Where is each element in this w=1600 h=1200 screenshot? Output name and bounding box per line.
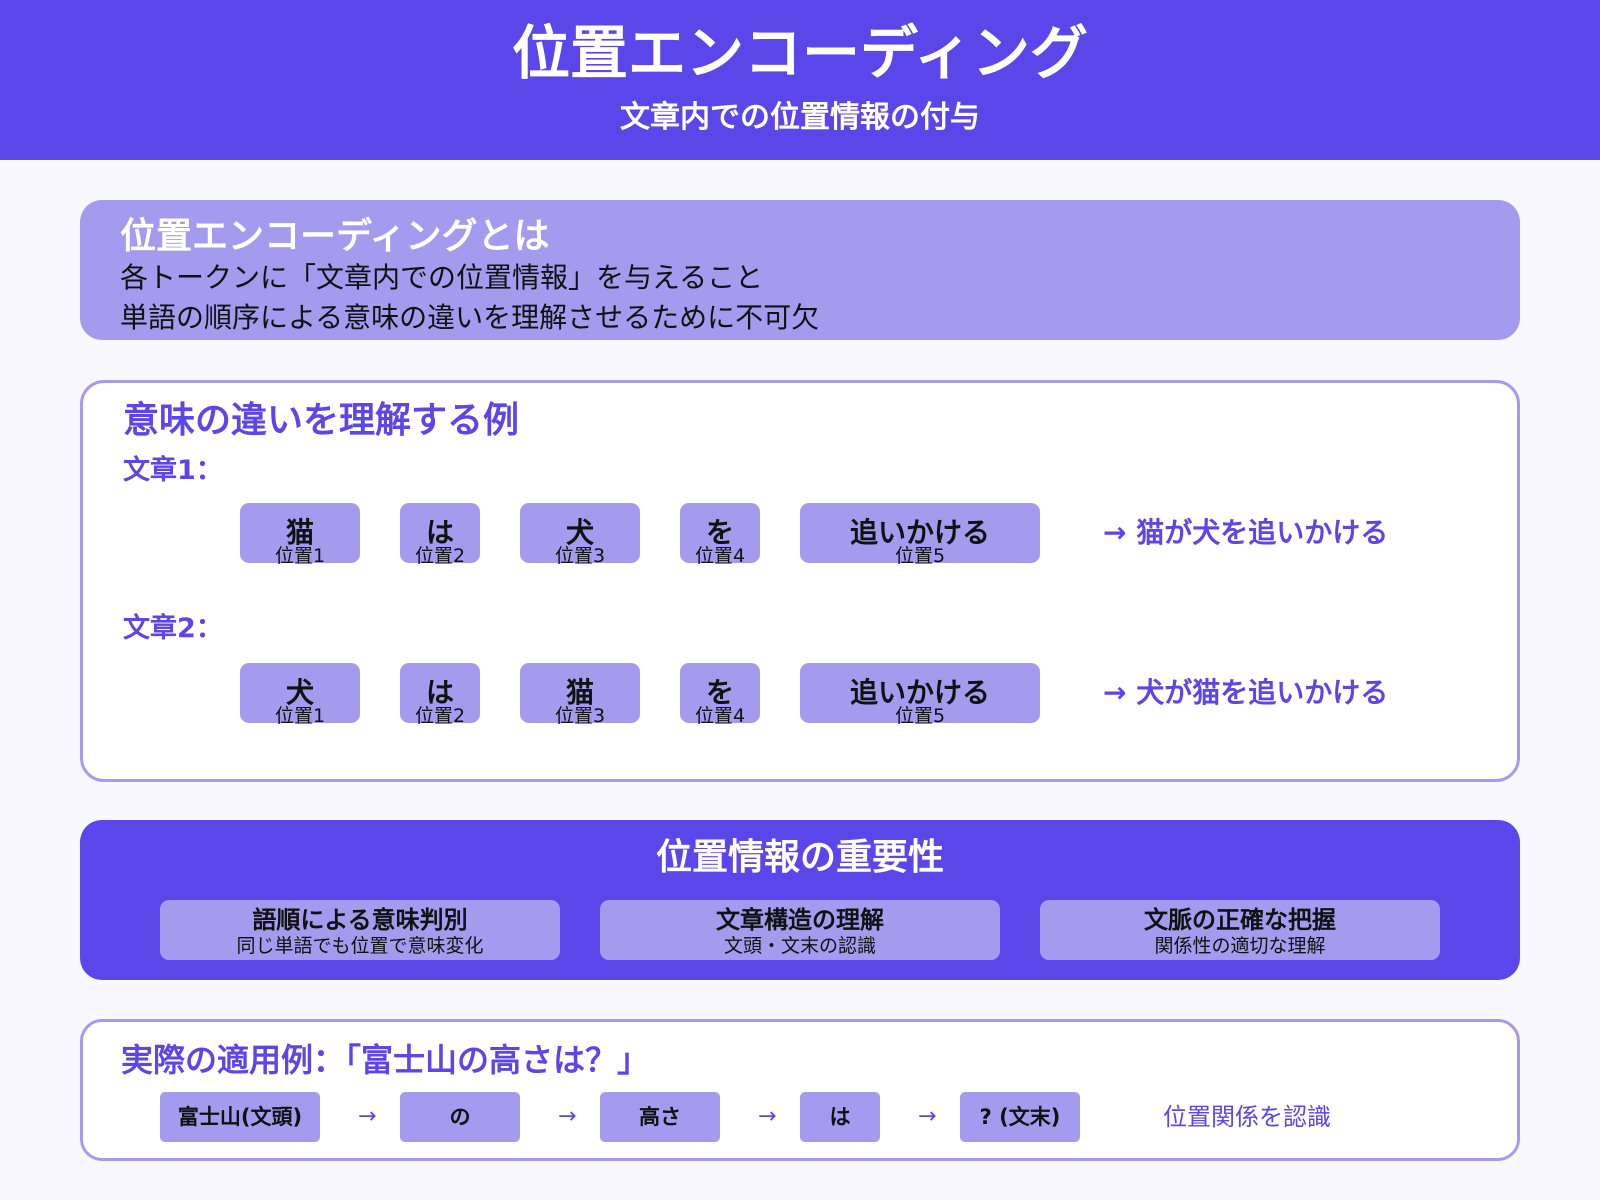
position-label: 位置1 [274, 705, 326, 727]
position-label: 位置3 [554, 705, 606, 727]
arrow-right-icon: → [558, 1104, 577, 1129]
arrow-right-icon: → [758, 1104, 777, 1129]
arrow-right-icon: → [918, 1104, 937, 1129]
token: 犬 [240, 663, 360, 723]
importance-item-desc: 同じ単語でも位置で意味変化 [236, 935, 484, 957]
position-label: 位置4 [694, 705, 746, 727]
importance-item: 語順による意味判別 同じ単語でも位置で意味変化 [160, 900, 560, 960]
sentence-1-result: → 猫が犬を追いかける [1103, 516, 1389, 549]
token: は [400, 663, 480, 723]
app-token: の [400, 1092, 520, 1142]
definition-heading: 位置エンコーディングとは [120, 216, 550, 257]
definition-line: 各トークンに「文章内での位置情報」を与えること [120, 261, 764, 294]
app-token: は [800, 1092, 880, 1142]
importance-item-title: 語順による意味判別 [252, 906, 468, 934]
header-banner: 位置エンコーディング 文章内での位置情報の付与 [0, 0, 1600, 160]
position-label: 位置4 [694, 545, 746, 567]
token: 追いかける [800, 503, 1040, 563]
position-label: 位置5 [894, 705, 946, 727]
token: を [680, 503, 760, 563]
position-label: 位置1 [274, 545, 326, 567]
application-note: 位置関係を認識 [1163, 1103, 1331, 1131]
application-card: 実際の適用例：「富士山の高さは？」 富士山(文頭) → の → 高さ → は →… [80, 1019, 1520, 1161]
token: 猫 [520, 663, 640, 723]
app-token: 高さ [600, 1092, 720, 1142]
importance-card: 位置情報の重要性 語順による意味判別 同じ単語でも位置で意味変化 文章構造の理解… [80, 820, 1520, 980]
importance-item-title: 文章構造の理解 [716, 906, 884, 934]
token: 犬 [520, 503, 640, 563]
importance-item: 文章構造の理解 文頭・文末の認識 [600, 900, 1000, 960]
page-subtitle: 文章内での位置情報の付与 [620, 100, 980, 135]
importance-heading: 位置情報の重要性 [655, 837, 944, 878]
token: を [680, 663, 760, 723]
arrow-right-icon: → [358, 1104, 377, 1129]
application-heading: 実際の適用例：「富士山の高さは？」 [121, 1041, 650, 1079]
app-token: 富士山(文頭) [160, 1092, 320, 1142]
example-card: 意味の違いを理解する例 文章1： 猫 位置1 は 位置2 犬 位置3 を 位置4… [80, 380, 1520, 782]
token: 追いかける [800, 663, 1040, 723]
app-token: ? (文末) [960, 1092, 1080, 1142]
page-title: 位置エンコーディング [512, 19, 1088, 87]
position-label: 位置2 [414, 545, 466, 567]
importance-item-desc: 文頭・文末の認識 [723, 935, 876, 957]
example-heading: 意味の違いを理解する例 [123, 400, 520, 441]
importance-item: 文脈の正確な把握 関係性の適切な理解 [1040, 900, 1440, 960]
position-label: 位置3 [554, 545, 606, 567]
token: 猫 [240, 503, 360, 563]
definition-line: 単語の順序による意味の違いを理解させるために不可欠 [120, 301, 820, 334]
sentence-2-result: → 犬が猫を追いかける [1103, 676, 1389, 709]
sentence-2-label: 文章2： [123, 613, 223, 644]
importance-item-desc: 関係性の適切な理解 [1154, 935, 1326, 957]
importance-item-title: 文脈の正確な把握 [1144, 906, 1336, 934]
sentence-1-label: 文章1： [123, 455, 223, 486]
position-label: 位置5 [894, 545, 946, 567]
token: は [400, 503, 480, 563]
position-label: 位置2 [414, 705, 466, 727]
definition-card: 位置エンコーディングとは 各トークンに「文章内での位置情報」を与えること 単語の… [80, 200, 1520, 340]
